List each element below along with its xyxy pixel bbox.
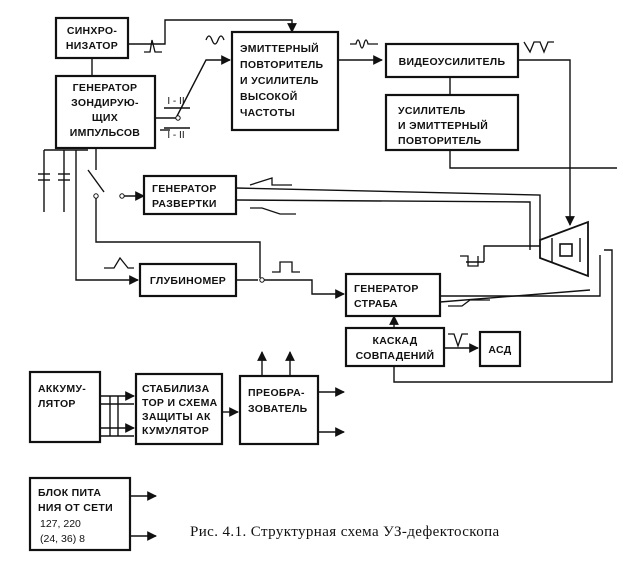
block-battery-line: ЛЯТОР <box>38 398 76 410</box>
block-emitter-rf-line: ЧАСТОТЫ <box>240 107 295 119</box>
block-strobe-generator: ГЕНЕРАТОР СТРАБА <box>344 272 442 318</box>
block-pulse-generator: ГЕНЕРАТОР ЗОНДИРУЮ- ЩИХ ИМПУЛЬСОВ <box>54 74 157 150</box>
crt-tube-icon <box>539 220 589 278</box>
block-sweep-generator-line: РАЗВЕРТКИ <box>152 198 217 210</box>
block-sweep-generator: ГЕНЕРАТОР РАЗВЕРТКИ <box>142 174 238 216</box>
block-pulse-generator-line: ЗОНДИРУЮ- <box>71 97 139 109</box>
switch-upper: I - II <box>164 96 190 109</box>
sweep-saw-upper <box>249 177 292 186</box>
video-output-wave <box>523 41 554 54</box>
sweep-saw-lower <box>250 207 296 215</box>
block-coincidence-line: КАСКАД <box>373 335 418 347</box>
crt-pulse-wave <box>460 255 479 267</box>
block-emitter-rf-line: ЭМИТТЕРНЫЙ <box>240 42 319 55</box>
block-stabilizer-line: ЗАЩИТЫ АК <box>142 411 211 423</box>
block-coincidence-stage: КАСКАД СОВПАДЕНИЙ <box>344 326 446 368</box>
block-asd-line: АСД <box>488 344 511 356</box>
block-stabilizer-line: КУМУЛЯТОР <box>142 425 209 437</box>
block-power-unit-line: 127, 220 <box>40 518 81 530</box>
figure-caption: Рис. 4.1. Структурная схема УЗ-дефектоск… <box>190 524 500 540</box>
block-converter-line: ПРЕОБРА- <box>248 387 305 399</box>
rf-burst-wave <box>205 35 225 45</box>
strobe-wave <box>448 299 490 307</box>
block-sync-line: СИНХРО- <box>67 25 118 37</box>
block-power-unit: БЛОК ПИТА НИЯ ОТ СЕТИ 127, 220 (24, 36) … <box>28 476 132 552</box>
block-amplifier-emitter-line: ПОВТОРИТЕЛЬ <box>398 135 482 147</box>
video-burst-wave <box>350 39 378 49</box>
block-coincidence-line: СОВПАДЕНИЙ <box>356 349 435 362</box>
block-stabilizer-line: ТОР И СХЕМА <box>142 397 218 409</box>
block-amplifier-emitter-line: И ЭМИТТЕРНЫЙ <box>398 119 488 132</box>
block-stabilizer-line: СТАБИЛИЗА <box>142 383 210 395</box>
block-sync-line: НИЗАТОР <box>66 40 118 52</box>
block-strobe-generator-line: ГЕНЕРАТОР <box>354 283 419 295</box>
block-power-unit-line: (24, 36) 8 <box>40 533 85 545</box>
switch-lower: I - II <box>164 127 190 141</box>
block-depth-gauge-line: ГЛУБИНОМЕР <box>150 275 226 287</box>
block-pulse-generator-line: ЩИХ <box>92 112 118 124</box>
block-battery: АККУМУ- ЛЯТОР <box>28 370 102 444</box>
block-power-unit-line: БЛОК ПИТА <box>38 487 101 499</box>
block-converter-line: ЗОВАТЕЛЬ <box>248 403 308 415</box>
block-amplifier-emitter: УСИЛИТЕЛЬ И ЭМИТТЕРНЫЙ ПОВТОРИТЕЛЬ <box>384 93 520 152</box>
waveforms <box>104 35 554 349</box>
block-asd: АСД <box>478 330 522 368</box>
block-sync: СИНХРО- НИЗАТОР <box>54 16 130 60</box>
block-converter: ПРЕОБРА- ЗОВАТЕЛЬ <box>238 374 320 446</box>
block-amplifier-emitter-line: УСИЛИТЕЛЬ <box>398 105 466 117</box>
switch-lower-label: I - II <box>167 130 184 141</box>
block-video-amplifier-line: ВИДЕОУСИЛИТЕЛЬ <box>399 56 506 68</box>
sync-pulse-wave <box>144 39 162 53</box>
block-power-unit-line: НИЯ ОТ СЕТИ <box>38 502 113 514</box>
connections <box>38 19 617 541</box>
block-pulse-generator-line: ИМПУЛЬСОВ <box>70 127 141 139</box>
block-emitter-rf-amplifier: ЭМИТТЕРНЫЙ ПОВТОРИТЕЛЬ И УСИЛИТЕЛЬ ВЫСОК… <box>230 30 340 132</box>
block-video-amplifier: ВИДЕОУСИЛИТЕЛЬ <box>384 42 520 79</box>
block-emitter-rf-line: И УСИЛИТЕЛЬ <box>240 75 319 87</box>
block-battery-line: АККУМУ- <box>38 383 86 395</box>
block-stabilizer: СТАБИЛИЗА ТОР И СХЕМА ЗАЩИТЫ АК КУМУЛЯТО… <box>134 372 224 446</box>
block-pulse-generator-line: ГЕНЕРАТОР <box>73 82 138 94</box>
coincidence-wave <box>448 333 468 349</box>
block-emitter-rf-line: ВЫСОКОЙ <box>240 90 298 103</box>
block-depth-gauge: ГЛУБИНОМЕР <box>138 262 238 298</box>
block-sweep-generator-line: ГЕНЕРАТОР <box>152 183 217 195</box>
depth-step-wave <box>272 261 300 273</box>
block-emitter-rf-line: ПОВТОРИТЕЛЬ <box>240 59 324 71</box>
switch-upper-label: I - II <box>167 96 184 107</box>
depth-ramp-wave <box>104 256 134 269</box>
block-strobe-generator-line: СТРАБА <box>354 298 398 310</box>
